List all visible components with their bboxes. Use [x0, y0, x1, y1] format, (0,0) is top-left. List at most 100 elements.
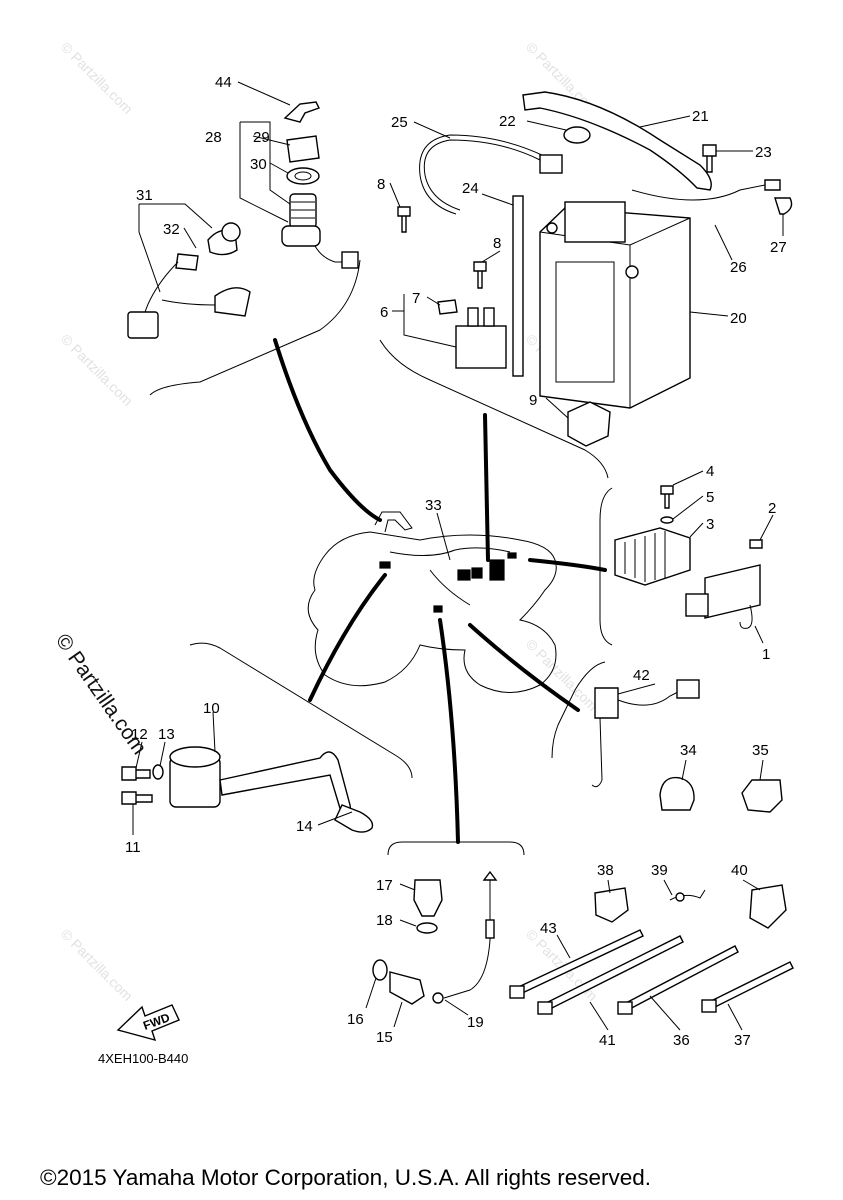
diagram-code: 4XEH100-B440	[98, 1051, 188, 1066]
bolt-part	[121, 791, 153, 805]
cdi-unit-part	[685, 564, 761, 629]
part-label-8: 8	[377, 176, 385, 193]
part-label-31: 31	[136, 187, 153, 204]
watermark: © Partzilla.com	[58, 926, 136, 1004]
part-label-4: 4	[706, 463, 714, 480]
washer-part	[660, 516, 674, 524]
part-label-32: 32	[163, 221, 180, 238]
leader-coil	[308, 573, 387, 702]
screw-part	[749, 539, 763, 549]
part-label-11: 11	[125, 839, 141, 856]
part-label-2: 2	[768, 500, 776, 517]
thermo-switch-part	[413, 879, 443, 917]
part-label-26: 26	[730, 259, 747, 276]
ignition-coil-part	[169, 746, 374, 833]
part-label-8b: 8	[493, 235, 501, 252]
bolt-part	[473, 261, 487, 289]
part-label-40: 40	[731, 862, 748, 879]
part-label-12: 12	[131, 726, 148, 743]
bolt-part	[660, 485, 674, 509]
part-label-15: 15	[376, 1029, 393, 1046]
part-label-30: 30	[250, 156, 267, 173]
fuse-part	[437, 299, 458, 315]
group-outline-ignition	[149, 259, 361, 396]
part-label-44: 44	[215, 74, 232, 91]
leader-battery	[483, 413, 490, 562]
part-label-19: 19	[467, 1014, 484, 1031]
bolt-part	[121, 766, 151, 781]
battery-cable-part	[423, 139, 541, 211]
bolt-part	[702, 144, 717, 173]
group-outline-battery	[379, 339, 609, 479]
part-label-37: 37	[734, 1032, 751, 1049]
part-label-43: 43	[540, 920, 557, 937]
ring-nut-part	[286, 167, 320, 185]
part-label-7: 7	[412, 290, 420, 307]
part-label-13: 13	[158, 726, 175, 743]
vehicle-outline	[307, 511, 557, 693]
part-label-20: 20	[730, 310, 747, 327]
copyright-notice: ©2015 Yamaha Motor Corporation, U.S.A. A…	[40, 1165, 651, 1190]
washer-part	[152, 764, 164, 780]
bolt-part	[397, 206, 411, 233]
part-label-6: 6	[380, 304, 388, 321]
watermark: © Partzilla.com	[523, 926, 601, 1004]
lamp-harness-part	[127, 222, 251, 339]
main-switch-part	[281, 193, 359, 269]
part-label-38: 38	[597, 862, 614, 879]
clamp-part	[659, 776, 695, 811]
leader-regulator	[528, 558, 607, 572]
part-label-29: 29	[253, 129, 270, 146]
watermark: © Partzilla.com	[58, 39, 136, 117]
part-label-41: 41	[599, 1032, 616, 1049]
starter-relay-part	[455, 307, 507, 369]
part-label-22: 22	[499, 113, 516, 130]
part-label-16: 16	[347, 1011, 364, 1028]
neutral-switch-part	[591, 679, 700, 788]
leader-lines	[132, 81, 784, 1031]
battery-part	[539, 201, 691, 409]
watermark: © Partzilla.com	[523, 636, 601, 714]
sensor-part	[389, 971, 425, 1005]
group-outline-coil	[189, 642, 413, 779]
group-outline-sensor	[387, 841, 525, 856]
part-label-35: 35	[752, 742, 769, 759]
group-outline-regulator	[599, 487, 613, 646]
watermark: © Partzilla.com	[58, 331, 136, 409]
sender-lead-part	[432, 870, 498, 1004]
part-label-14: 14	[296, 818, 313, 835]
part-label-39: 39	[651, 862, 668, 879]
part-label-9: 9	[529, 392, 537, 409]
clamp-part	[594, 887, 629, 923]
part-label-34: 34	[680, 742, 697, 759]
part-label-28: 28	[205, 129, 222, 146]
part-label-33: 33	[425, 497, 442, 514]
rectifier-regulator-part	[614, 527, 691, 586]
part-label-10: 10	[203, 700, 220, 717]
part-label-24: 24	[462, 180, 479, 197]
part-label-3: 3	[706, 516, 714, 533]
forward-arrow-icon: FWD	[116, 1004, 180, 1042]
leader-sensor	[438, 618, 460, 844]
key-part	[283, 101, 320, 123]
gasket-part	[372, 959, 388, 981]
clip-part	[774, 197, 793, 215]
part-label-23: 23	[755, 144, 772, 161]
gasket-part	[416, 922, 438, 934]
band-part	[669, 889, 706, 901]
part-label-17: 17	[376, 877, 393, 894]
part-label-5: 5	[706, 489, 714, 506]
cable-ties	[509, 929, 794, 1015]
terminal-cover-part	[563, 126, 591, 144]
leader-ignition	[273, 338, 382, 522]
part-label-36: 36	[673, 1032, 690, 1049]
part-label-21: 21	[692, 108, 709, 125]
part-label-1: 1	[762, 646, 770, 663]
leader-switch	[468, 623, 580, 712]
part-label-18: 18	[376, 912, 393, 929]
key-cap-part	[286, 135, 320, 163]
part-label-42: 42	[633, 667, 650, 684]
clamp-part	[741, 779, 783, 813]
group-outline-switch	[551, 661, 606, 759]
